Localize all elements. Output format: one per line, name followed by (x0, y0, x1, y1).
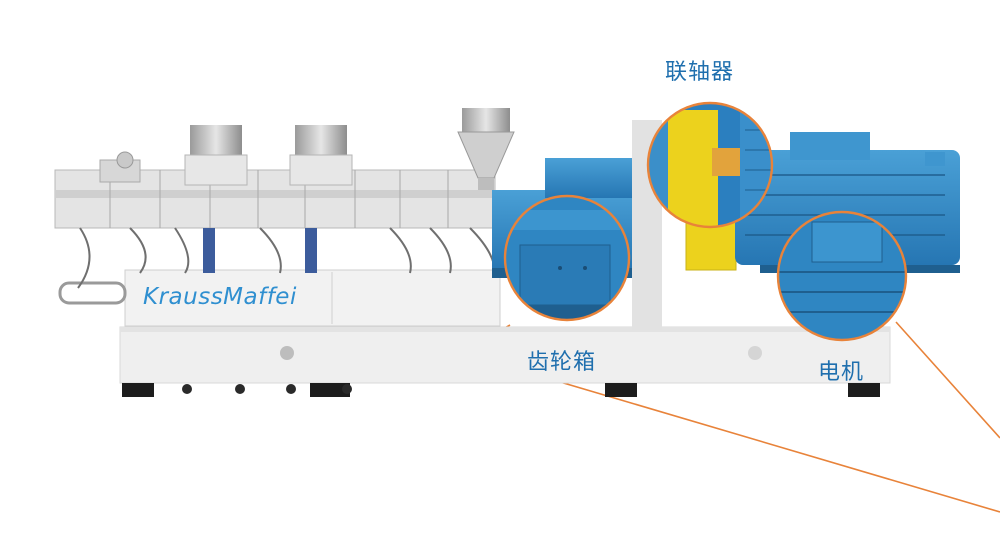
brand-logo: KraussMaffei (143, 284, 297, 310)
side-feeders (99, 125, 353, 186)
base-frame (119, 326, 891, 397)
feed-hopper (457, 108, 515, 190)
motor-label: 电机 (818, 360, 865, 385)
gearbox-label: 齿轮箱 (527, 350, 597, 375)
gearbox-zoom-callout (503, 194, 631, 322)
motor-zoom-callout (776, 210, 908, 342)
coupling-label: 联轴器 (665, 60, 735, 85)
